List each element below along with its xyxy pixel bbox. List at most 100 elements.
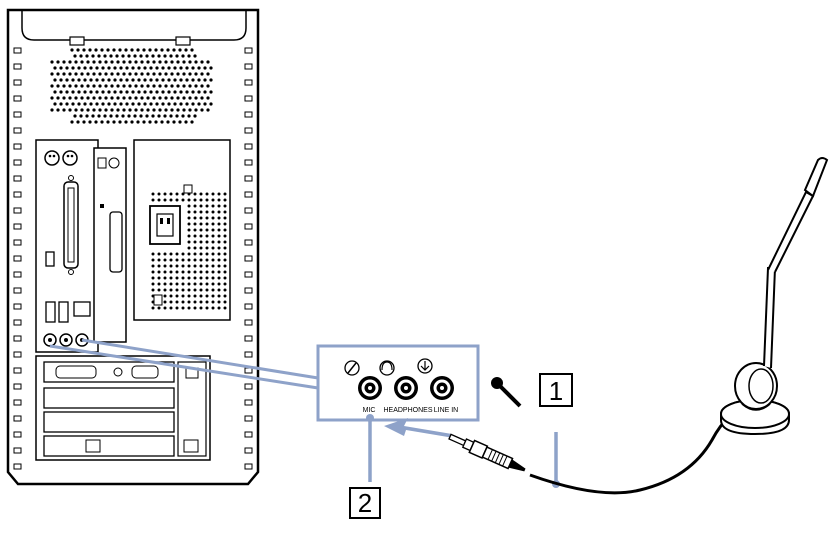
vent-rib [13,383,22,390]
vent-hole [187,222,191,226]
vent-hole [50,60,54,64]
vent-hole [163,198,167,202]
vent-hole [223,204,227,208]
vent-hole [77,102,81,106]
vent-hole [68,108,72,112]
vent-hole [175,306,179,310]
callout-1: 1 [539,373,573,488]
vent-hole [86,108,90,112]
vent-hole [172,48,176,52]
vent-hole [205,276,209,280]
vent-hole [103,54,107,58]
vent-rib [13,63,22,70]
vent-hole [122,108,126,112]
vent-hole [142,48,146,52]
vent-hole [211,192,215,196]
vent-hole [62,60,66,64]
vent-hole [205,210,209,214]
vent-hole [199,228,203,232]
vent-hole [79,54,83,58]
vent-hole [86,96,90,100]
vent-hole [56,60,60,64]
parallel-port [63,175,79,275]
vent-hole [190,48,194,52]
vent-hole [122,72,126,76]
vent-hole [127,114,131,118]
vent-hole [125,102,129,106]
vent-rib [244,319,253,326]
vent-hole [146,96,150,100]
vent-hole [101,66,105,70]
vent-hole [194,60,198,64]
vent-hole [205,306,209,310]
vent-hole [163,288,167,292]
vent-hole [91,114,95,118]
vent-hole [163,114,167,118]
vent-hole [125,78,129,82]
vent-hole [169,198,173,202]
vent-hole [185,66,189,70]
vent-hole [211,282,215,286]
vent-hole [223,294,227,298]
vent-hole [119,66,123,70]
vent-hole [74,108,78,112]
vent-rib [13,79,22,86]
vent-hole [151,258,155,262]
vent-hole [223,288,227,292]
vent-hole [113,66,117,70]
vent-hole [211,246,215,250]
vent-hole [100,120,104,124]
vent-hole [178,120,182,124]
vent-rib [13,127,22,134]
vent-hole [107,90,111,94]
vent-hole [176,96,180,100]
vent-hole [92,60,96,64]
vent-hole [89,102,93,106]
vent-hole [176,108,180,112]
microphone-plug [448,433,526,472]
vent-hole [116,84,120,88]
vent-hole [170,108,174,112]
vent-hole [152,72,156,76]
vent-rib [244,271,253,278]
vent-hole [50,96,54,100]
vent-hole [193,192,197,196]
vent-hole [193,288,197,292]
vent-hole [223,216,227,220]
vent-hole [56,72,60,76]
firewire-port [45,251,55,267]
vent-hole [161,102,165,106]
vent-hole [91,54,95,58]
vent-hole [184,120,188,124]
vent-hole [101,78,105,82]
vent-hole [178,48,182,52]
vent-hole [164,72,168,76]
vent-hole [50,84,54,88]
vent-rib [244,79,253,86]
vent-hole [151,288,155,292]
vent-hole [95,66,99,70]
vent-hole [217,270,221,274]
vent-hole [98,84,102,88]
vent-rib [13,463,22,470]
vent-hole [140,72,144,76]
vent-hole [199,282,203,286]
vent-hole [223,282,227,286]
vent-hole [181,300,185,304]
vent-hole [175,300,179,304]
vent-hole [187,288,191,292]
vent-hole [85,114,89,118]
vent-hole [76,120,80,124]
vent-hole [53,102,57,106]
vent-hole [116,72,120,76]
vent-hole [211,222,215,226]
vent-hole [124,48,128,52]
vent-hole [148,48,152,52]
vent-hole [193,300,197,304]
vent-hole [187,258,191,262]
vent-hole [169,306,173,310]
vent-rib [244,463,253,470]
vent-hole [163,264,167,268]
vent-rib [13,367,22,374]
vent-hole [113,78,117,82]
